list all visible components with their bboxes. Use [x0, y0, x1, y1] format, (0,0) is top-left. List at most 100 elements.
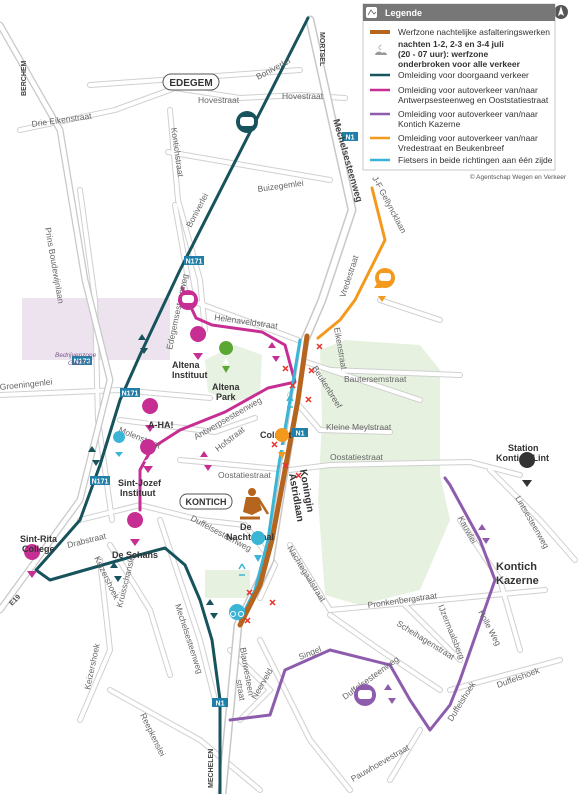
road-number-n171: N171 — [184, 256, 204, 266]
street-label: Holle Weg — [476, 608, 503, 647]
vredestraat-detour-route — [316, 186, 387, 340]
kontich-box — [179, 493, 233, 510]
street-label: Bautersemstraat — [344, 374, 407, 384]
road-number-n171: N171 — [120, 388, 140, 398]
legend-item-label: Omleiding voor doorgaand verkeer — [398, 70, 529, 80]
legend-header — [363, 4, 555, 21]
poi-sint-jozef: Sint-Jozef — [118, 478, 162, 488]
closure-markers — [244, 343, 323, 624]
school-icon — [127, 512, 144, 546]
poi-de-nachtegaal: Nachtegaal — [226, 532, 274, 542]
bicycle-icon — [238, 563, 246, 576]
street-label: Nachtegaalstraat — [285, 544, 328, 604]
poi-de-nachtegaal: De — [240, 522, 252, 532]
legend-item: Omleiding voor autoverkeer van/naarAntwe… — [370, 85, 549, 105]
legend-copyright: © Agentschap Wegen en Verkeer — [470, 173, 567, 181]
closure-x-icon — [271, 441, 278, 448]
legend-item: Omleiding voor autoverkeer van/naarVrede… — [370, 133, 538, 153]
green-area-south — [205, 570, 250, 598]
svg-text:☾: ☾ — [378, 44, 384, 52]
street-label: straat — [234, 679, 248, 702]
place-bedrijvenzone: GATE 7 — [68, 360, 91, 367]
school-icon — [190, 326, 207, 360]
parking-icon: P — [113, 431, 126, 457]
poi-de-schans: De Schans — [112, 550, 158, 560]
legend-note-line: onderbroken voor alle verkeer — [398, 59, 521, 69]
place-kontich-kazerne: Kontich — [496, 561, 537, 573]
bicycle-icon — [229, 604, 245, 620]
altena-park-area — [205, 345, 262, 402]
road-number-shields: N1 N1 N1 N171 N171 N171 N173 — [72, 132, 358, 708]
svg-text:N1: N1 — [296, 431, 305, 438]
street-label: Kleine Meylstraat — [326, 422, 392, 432]
legend-item: Fietsers in beide richtingen aan één zij… — [370, 155, 553, 165]
place-kontich-kazerne: Kazerne — [496, 575, 539, 587]
street-label: Boniverlei — [184, 191, 210, 229]
poi-sint-jozef: Instituut — [120, 488, 156, 498]
legend-item-label: Omleiding voor autoverkeer van/naar — [398, 85, 538, 95]
tree-icon — [219, 341, 234, 373]
compass-icon — [554, 5, 568, 19]
street-label: Oostatiestraat — [218, 470, 272, 480]
legend: Legende Werfzone nachtelijke asfaltering… — [362, 3, 567, 181]
closure-x-icon — [269, 599, 276, 606]
poi-layer: Altena Instituut Altena Park A-HA! P Sin… — [20, 111, 536, 706]
poi-sint-rita: College — [22, 544, 55, 554]
school-icon — [140, 439, 157, 473]
svg-text:N173: N173 — [74, 359, 91, 366]
road-number-n1: N1 — [342, 132, 358, 142]
poi-altena-park: Altena — [212, 382, 241, 392]
legend-item: Omleiding voor doorgaand verkeer — [370, 70, 529, 80]
green-field-area — [318, 340, 450, 605]
svg-text:N1: N1 — [216, 701, 225, 708]
closure-x-icon — [246, 589, 253, 596]
closure-x-icon — [282, 365, 289, 372]
place-station: Station — [508, 443, 539, 453]
legend-item-label: Kontich Kazerne — [398, 119, 461, 129]
road-number-n173: N173 — [72, 356, 92, 366]
through-traffic-detour-route — [34, 16, 310, 794]
closure-x-icon — [282, 462, 289, 469]
legend-item-label: Fietsers in beide richtingen aan één zij… — [398, 155, 553, 165]
svg-text:N171: N171 — [186, 259, 203, 266]
svg-text:P: P — [117, 447, 122, 454]
street-label: Oostatiestraat — [330, 452, 384, 462]
place-kontich: KONTICH — [186, 497, 227, 507]
closure-x-icon — [308, 367, 315, 374]
poi-altena-instituut: Instituut — [172, 370, 208, 380]
street-label: Groeningenlei — [0, 376, 53, 391]
street-label: Vredestraat — [337, 253, 360, 298]
shop-icon — [275, 428, 290, 459]
legend-item-label: Omleiding voor autoverkeer van/naar — [398, 109, 538, 119]
closure-x-icon — [295, 472, 302, 479]
direction-berchem: BERCHEM — [21, 60, 28, 96]
place-edegem: EDEGEM — [169, 78, 212, 89]
direction-mechelen: MECHELEN — [208, 749, 215, 788]
road-number-n1: N1 — [292, 428, 308, 438]
closure-x-icon — [244, 617, 251, 624]
poi-altena-park: Park — [216, 392, 237, 402]
poi-aha: A-HA! — [148, 420, 174, 430]
koningin-astridlaan-label: Koningin Astridlaan — [286, 469, 315, 523]
kontich-kazerne-detour-route — [228, 476, 497, 732]
legend-note-line: nachten 1-2, 2-3 en 3-4 juli — [398, 39, 504, 49]
legend-title: Legende — [385, 8, 422, 18]
legend-item-label: Antwerpsesteenweg en Ooststatiestraat — [398, 95, 549, 105]
car-icon — [236, 111, 258, 133]
poi-altena-instituut: Altena — [172, 360, 201, 370]
legend-note-line: (20 - 07 uur): werfzone — [398, 49, 488, 59]
svg-text:N171: N171 — [92, 479, 109, 486]
car-icon — [354, 684, 376, 706]
car-icon — [375, 268, 395, 288]
legend-map-icon — [366, 7, 377, 18]
closure-x-icon — [289, 382, 296, 389]
closure-x-icon — [305, 396, 312, 403]
closure-x-icon — [316, 343, 323, 350]
legend-closure-note: ☾ nachten 1-2, 2-3 en 3-4 juli(20 - 07 uu… — [375, 39, 521, 69]
school-icon — [24, 544, 41, 578]
street-label: Prins Boudewijnlaan — [43, 227, 66, 305]
roadwork-icon — [240, 488, 270, 520]
legend-item: Werfzone nachtelijke asfalteringswerken — [370, 27, 550, 37]
svg-text:N171: N171 — [122, 391, 139, 398]
